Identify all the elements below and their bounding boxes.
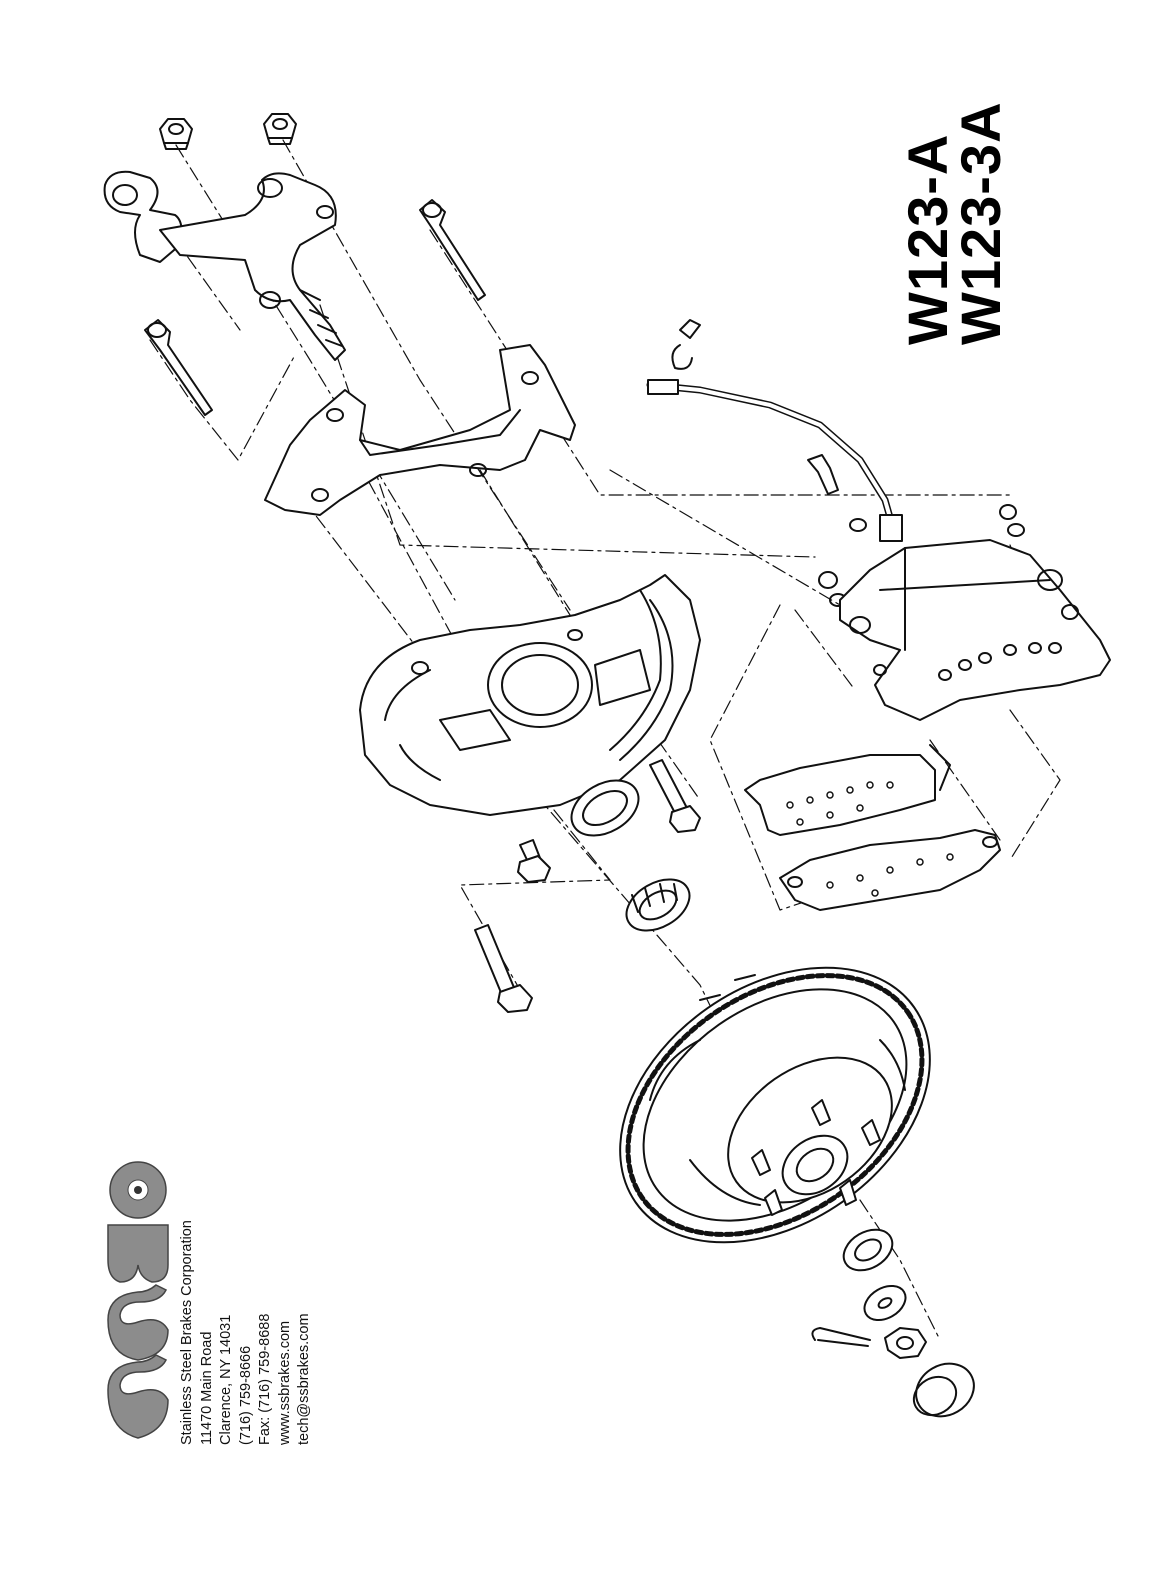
brake-hose-icon	[648, 380, 902, 541]
dust-cap-icon	[907, 1353, 984, 1426]
ssbc-logo	[100, 1160, 175, 1445]
inner-bearing-icon	[618, 869, 699, 941]
company-info: Stainless Steel Brakes Corporation 11470…	[178, 1220, 315, 1445]
company-web-link[interactable]: www.ssbrakes.com	[276, 1220, 296, 1445]
caliper-bolt-icon	[420, 200, 485, 300]
spindle-knuckle-icon	[105, 172, 345, 360]
caliper-bracket-icon	[265, 345, 575, 515]
caliper-bolt-icon	[475, 925, 532, 1012]
company-phone: (716) 759-8666	[237, 1220, 257, 1445]
company-name: Stainless Steel Brakes Corporation	[178, 1220, 198, 1445]
dust-shield-icon	[360, 575, 700, 815]
retaining-clip-icon	[672, 320, 700, 369]
caliper-bolt-icon	[145, 320, 212, 415]
part-number-label: W123-3A	[948, 101, 1013, 345]
company-city: Clarence, NY 14031	[217, 1220, 237, 1445]
lug-nut-icon	[264, 114, 296, 144]
brake-pad-icon	[745, 745, 950, 835]
castle-nut-icon	[885, 1328, 926, 1358]
company-email-link[interactable]: tech@ssbrakes.com	[295, 1220, 315, 1445]
outer-bearing-icon	[836, 1221, 899, 1278]
brake-pad-icon	[780, 830, 1000, 910]
rotor-hub-icon	[568, 911, 982, 1299]
company-address: 11470 Main Road	[198, 1220, 218, 1445]
caliper-bolt-icon	[518, 840, 550, 882]
washer-icon	[858, 1279, 911, 1327]
cotter-pin-icon	[812, 1328, 870, 1346]
caliper-icon	[840, 540, 1110, 720]
caliper-bolt-icon	[650, 760, 700, 832]
company-fax: Fax: (716) 759-8688	[256, 1220, 276, 1445]
